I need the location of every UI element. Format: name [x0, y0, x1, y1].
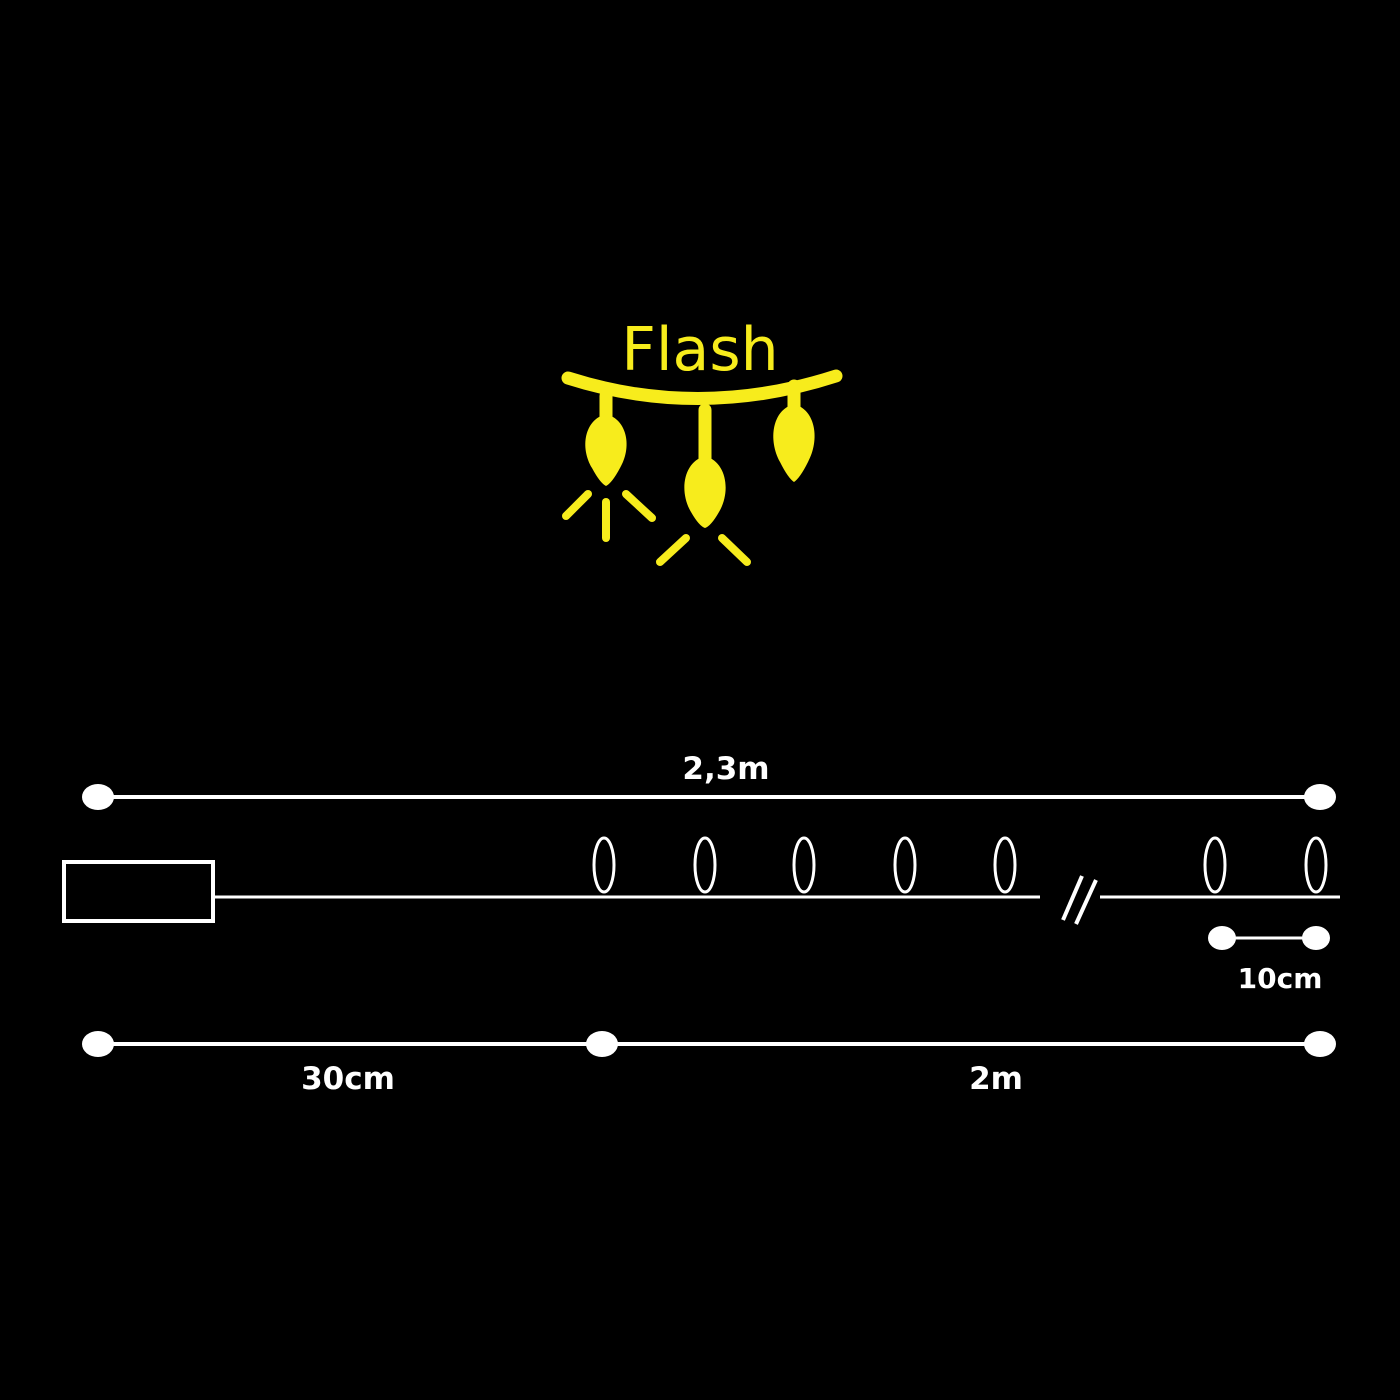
- break-mark: [1061, 875, 1098, 925]
- led-bulb: [1203, 836, 1227, 894]
- bulb-middle: [684, 456, 726, 528]
- bulb-spacing-dimension: 10cm: [1208, 926, 1330, 995]
- battery-box: [62, 860, 215, 923]
- dimension-endpoint: [1208, 926, 1236, 950]
- dimension-endpoint: [586, 1031, 618, 1057]
- led-bulb: [592, 836, 616, 894]
- string-lights-drawing: [62, 836, 1340, 925]
- led-bulb: [1304, 836, 1328, 894]
- total-length-label: 2,3m: [682, 751, 769, 787]
- dimension-endpoint: [82, 1031, 114, 1057]
- dimension-endpoint: [82, 784, 114, 810]
- section-length-dimension: 30cm 2m: [82, 1031, 1336, 1097]
- bulb-left: [585, 414, 627, 486]
- bulb-spacing-label: 10cm: [1238, 962, 1323, 995]
- total-length-dimension: 2,3m: [82, 751, 1336, 810]
- dimension-endpoint: [1302, 926, 1330, 950]
- string-lights-flash-icon: Flash: [561, 315, 843, 566]
- dimension-endpoint: [1304, 784, 1336, 810]
- led-bulb: [693, 836, 717, 894]
- dimension-endpoint: [1304, 1031, 1336, 1057]
- led-bulb: [993, 836, 1017, 894]
- light-rays: [562, 490, 751, 566]
- led-bulb: [893, 836, 917, 894]
- lit-section-label: 2m: [969, 1061, 1023, 1097]
- lead-cable-label: 30cm: [301, 1061, 395, 1097]
- garland-wire: [561, 369, 843, 405]
- mode-title: Flash: [621, 315, 778, 385]
- bulb-right: [773, 404, 815, 482]
- led-bulb: [792, 836, 816, 894]
- led-bulbs: [592, 836, 1328, 894]
